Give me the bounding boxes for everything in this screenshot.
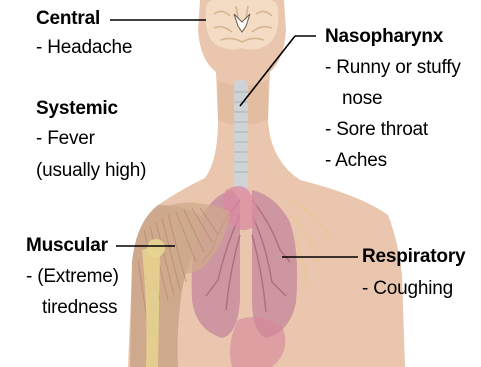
label-respiratory-heading: Respiratory	[362, 246, 465, 268]
label-nasopharynx-line-1: - Runny or stuffy	[325, 57, 461, 79]
label-nasopharynx-line-2: nose	[325, 88, 461, 110]
label-nasopharynx-line-4: - Aches	[325, 150, 461, 172]
label-systemic-heading: Systemic	[36, 98, 146, 120]
label-central-heading: Central	[36, 8, 132, 30]
label-central: Central - Headache	[36, 8, 132, 59]
brain	[206, 0, 279, 50]
label-muscular-heading: Muscular	[26, 235, 119, 257]
label-respiratory: Respiratory - Coughing	[362, 246, 465, 300]
label-nasopharynx: Nasopharynx - Runny or stuffy nose - Sor…	[325, 26, 461, 172]
label-muscular-line-2: tiredness	[26, 297, 119, 319]
trachea	[234, 80, 248, 190]
label-nasopharynx-heading: Nasopharynx	[325, 26, 461, 48]
label-muscular-line-1: - (Extreme)	[26, 266, 119, 288]
label-muscular: Muscular - (Extreme) tiredness	[26, 235, 119, 319]
label-systemic-line-1: - Fever	[36, 128, 146, 150]
label-systemic-line-2: (usually high)	[36, 160, 146, 182]
label-central-line-1: - Headache	[36, 37, 132, 59]
label-systemic: Systemic - Fever (usually high)	[36, 98, 146, 182]
trachea-tube	[234, 80, 248, 190]
label-nasopharynx-line-3: - Sore throat	[325, 119, 461, 141]
shoulder-joint	[147, 239, 165, 257]
lower-organs	[230, 317, 285, 367]
label-respiratory-line-1: - Coughing	[362, 278, 465, 300]
